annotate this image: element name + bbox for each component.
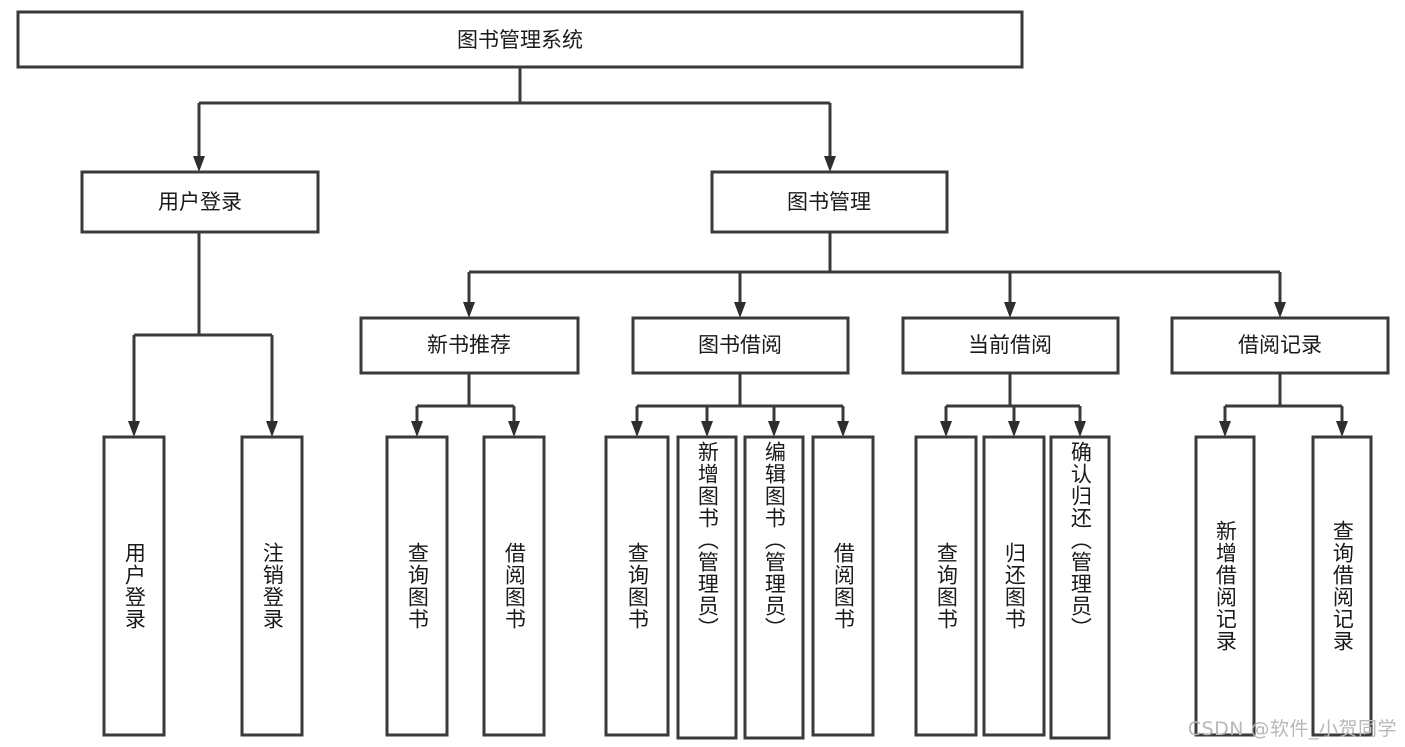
- node-book-manage-label: 图书管理: [787, 190, 871, 214]
- arrowhead-leaf-confirm-return: [1074, 421, 1086, 437]
- node-leaf-confirm-return-box[interactable]: [1049, 435, 1111, 740]
- node-leaf-query-book-current-box[interactable]: [914, 435, 978, 737]
- node-root[interactable]: 图书管理系统: [16, 10, 1024, 69]
- node-leaf-logout-box[interactable]: [240, 435, 304, 737]
- arrowhead-current-borrow: [1004, 302, 1016, 318]
- node-leaf-query-book-recommend-box[interactable]: [385, 435, 449, 737]
- arrowhead-leaf-return-book: [1008, 421, 1020, 437]
- node-user-login-label: 用户登录: [158, 190, 242, 214]
- node-book-borrow-label: 图书借阅: [698, 333, 782, 357]
- node-current-borrow-label: 当前借阅: [968, 333, 1052, 357]
- node-leaf-return-book-box[interactable]: [982, 435, 1046, 737]
- arrowhead-new-book-recommend: [463, 302, 475, 318]
- node-current-borrow-box[interactable]: [901, 316, 1120, 375]
- csdn-watermark: CSDN @软件_小贺同学: [1187, 718, 1397, 740]
- arrowhead-leaf-logout: [266, 421, 278, 437]
- arrowhead-user-login: [193, 156, 205, 172]
- connector-book-manage-to-level2: [463, 232, 1286, 318]
- arrowhead-leaf-add-borrow-record: [1219, 421, 1231, 437]
- connector-current-borrow-to-leaves: [940, 373, 1086, 437]
- arrowhead-leaf-query-book-borrow: [631, 421, 643, 437]
- node-new-book-recommend-box[interactable]: [359, 316, 580, 375]
- arrowhead-leaf-user-login: [128, 421, 140, 437]
- connector-book-borrow-to-leaves: [631, 373, 849, 437]
- connector-new-book-to-leaves: [411, 373, 520, 437]
- arrowhead-leaf-edit-book: [768, 421, 780, 437]
- node-leaf-query-book-borrow-box[interactable]: [604, 435, 670, 737]
- arrowhead-borrow-record: [1274, 302, 1286, 318]
- node-borrow-record[interactable]: 借阅记录: [1170, 316, 1390, 375]
- arrowhead-leaf-add-book: [701, 421, 713, 437]
- node-leaf-edit-book-box[interactable]: [743, 435, 805, 740]
- node-book-manage-box[interactable]: [710, 170, 949, 234]
- connector-root-to-level1: [193, 67, 836, 172]
- arrowhead-book-borrow: [734, 302, 746, 318]
- arrowhead-leaf-query-book-recommend: [411, 421, 423, 437]
- arrowhead-leaf-borrow-book: [837, 421, 849, 437]
- node-new-book-recommend[interactable]: 新书推荐: [359, 316, 580, 375]
- node-leaf-add-borrow-record-box[interactable]: [1194, 435, 1256, 737]
- node-root-label: 图书管理系统: [457, 28, 583, 52]
- node-borrow-record-box[interactable]: [1170, 316, 1390, 375]
- connector-user-login-to-leaves: [128, 232, 278, 437]
- node-user-login-box[interactable]: [80, 170, 320, 234]
- node-leaf-add-book-box[interactable]: [676, 435, 738, 740]
- node-book-borrow[interactable]: 图书借阅: [631, 316, 850, 375]
- node-leaf-user-login-box[interactable]: [102, 435, 166, 737]
- node-user-login[interactable]: 用户登录: [80, 170, 320, 234]
- node-leaf-query-borrow-record-box[interactable]: [1311, 435, 1373, 737]
- arrowhead-leaf-query-book-current: [940, 421, 952, 437]
- node-new-book-recommend-label: 新书推荐: [427, 333, 511, 357]
- node-book-manage[interactable]: 图书管理: [710, 170, 949, 234]
- connector-borrow-record-to-leaves: [1219, 373, 1348, 437]
- node-current-borrow[interactable]: 当前借阅: [901, 316, 1120, 375]
- node-borrow-record-label: 借阅记录: [1238, 333, 1322, 357]
- arrowhead-book-manage: [824, 156, 836, 172]
- arrowhead-leaf-borrow-book-recommend: [508, 421, 520, 437]
- node-leaf-borrow-book-box[interactable]: [811, 435, 875, 737]
- node-leaf-borrow-book-recommend-box[interactable]: [482, 435, 546, 737]
- arrowhead-leaf-query-borrow-record: [1336, 421, 1348, 437]
- node-book-borrow-box[interactable]: [631, 316, 850, 375]
- node-root-box[interactable]: [16, 10, 1024, 69]
